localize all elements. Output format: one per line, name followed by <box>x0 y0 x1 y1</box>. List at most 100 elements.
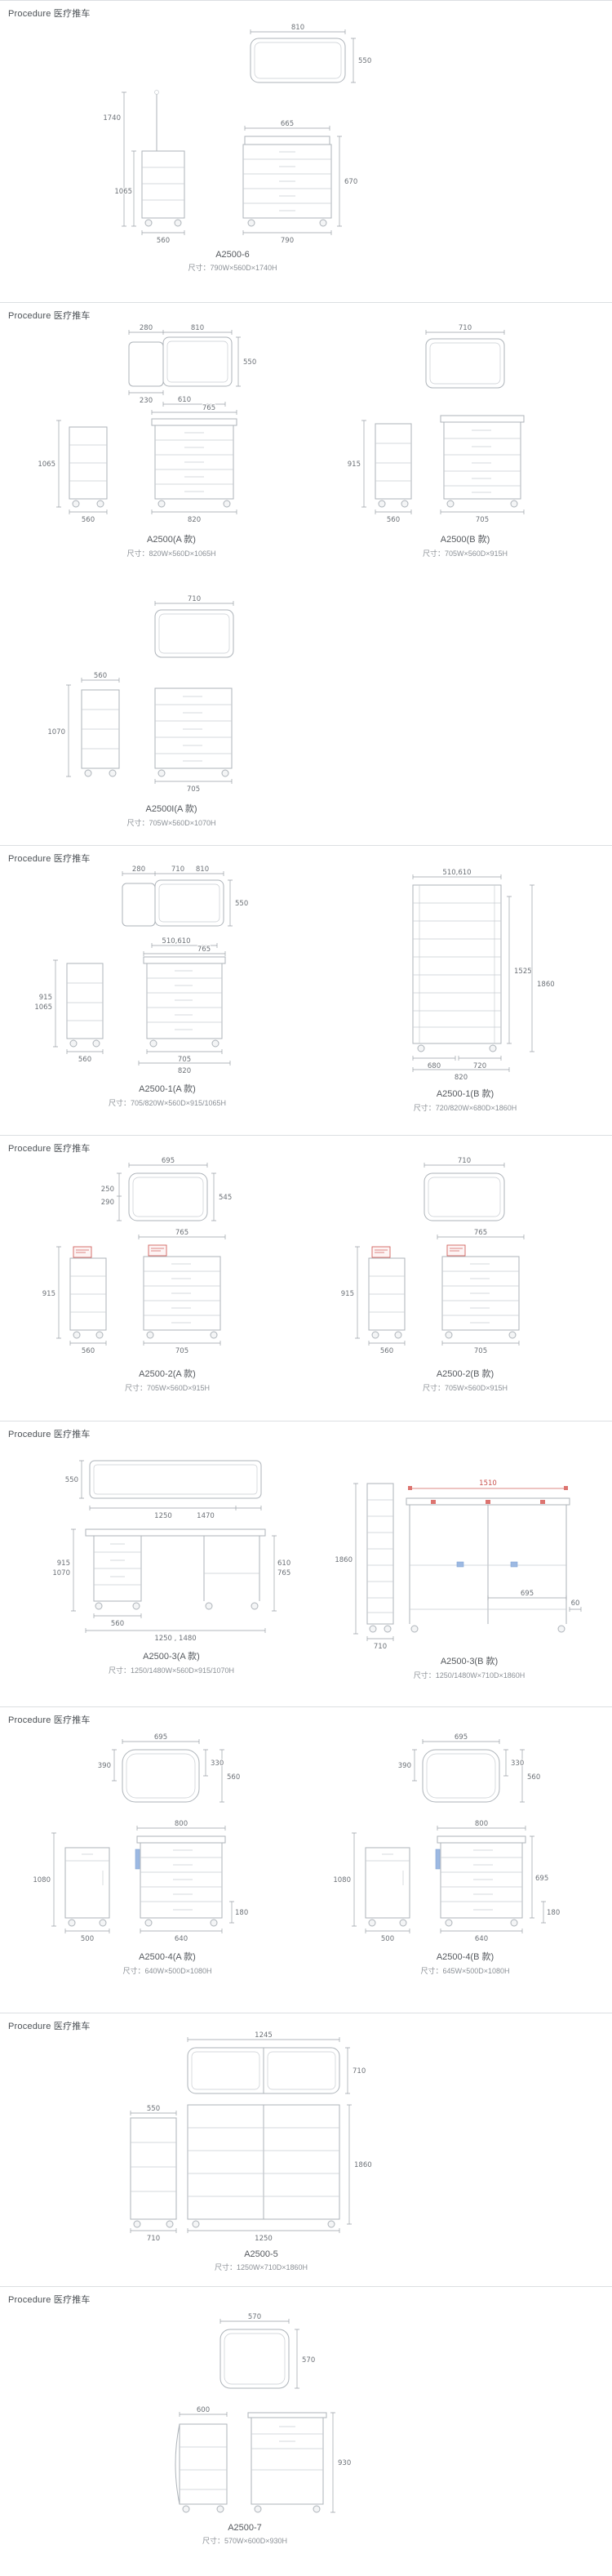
dim-top-d: 550 <box>235 900 248 908</box>
model-a2500-5: 1245 710 550 710 <box>33 2031 490 2272</box>
dim-rail-w: 765 <box>197 945 211 954</box>
model-name: A2500-1(A 款) <box>139 1084 196 1094</box>
drawing-a2500-7: 570 570 600 9 <box>175 2312 352 2513</box>
model-a2500-6: 810 550 1740 1065 560 <box>90 22 375 273</box>
model-a2500-4b: 695 390 330 560 1080 500 <box>326 1727 604 1976</box>
dim-top-w: 710 <box>459 324 472 332</box>
dim-inner-h: 1525 <box>514 968 532 976</box>
model-name: A2500-5 <box>244 2249 278 2259</box>
side-view: 600 <box>175 2405 228 2513</box>
model-size: 尺寸：570W×600D×930H <box>202 2537 288 2545</box>
dim-base-d: 500 <box>81 1935 94 1943</box>
dim-cart-w2: 820 <box>178 1067 191 1075</box>
red-clamp <box>431 1500 436 1504</box>
dim-top-w: 1245 <box>255 2031 273 2040</box>
model-a2500-7: 570 570 600 9 <box>49 2310 441 2546</box>
drawing-a2500-2a: 695 250 290 545 915 560 <box>42 1156 233 1356</box>
section-header: Procedure 医疗推车 <box>8 1713 91 1726</box>
dim-cart-w: 790 <box>281 237 294 245</box>
dim-cart-w: 820 <box>188 516 201 524</box>
top-view: 1245 710 <box>187 2031 366 2094</box>
model-a2500-1a: 280 710 810 550 915 1065 560 <box>24 865 310 1108</box>
dim-cart-h: 1065 <box>38 460 55 469</box>
dim-top-w: 810 <box>191 324 204 332</box>
red-module <box>148 1244 167 1257</box>
drawing-a2500-a: 280 810 550 230 1065 560 <box>37 324 257 525</box>
dim-tray-w: 510,610 <box>162 937 190 945</box>
section-a2500: Procedure 医疗推车 280 810 550 230 <box>0 302 612 845</box>
model-size: 尺寸：705/820W×560D×915/1065H <box>108 1099 227 1107</box>
front-view-cart: 800 180 640 <box>135 1819 249 1944</box>
dim-cart-w2: 820 <box>455 1074 468 1082</box>
dim-cart-h: 915 <box>348 460 361 469</box>
dim-base-h: 180 <box>235 1909 248 1917</box>
dim-cart-w: 705 <box>476 516 489 524</box>
section-a2500-6: Procedure 医疗推车 810 550 <box>0 0 612 302</box>
dim-side-w: 710 <box>147 2235 160 2243</box>
section-header: Procedure 医疗推车 <box>8 1141 91 1155</box>
dim-top-d: 710 <box>353 2067 366 2075</box>
front-view: 610 765 820 <box>151 395 237 525</box>
dim-top-w: 695 <box>154 1733 167 1742</box>
top-view: 710 <box>424 1156 505 1221</box>
section-header: Procedure 医疗推车 <box>8 852 91 865</box>
dim-cart-w: 1250 <box>255 2235 273 2243</box>
front-view-frame: 1510 1860 695 60 <box>335 1479 582 1635</box>
dim-top-d2: 290 <box>101 1199 114 1207</box>
dim-side-w: 560 <box>82 516 95 524</box>
model-size: 尺寸：820W×560D×1065H <box>126 549 216 558</box>
front-view: 765 705 <box>437 1228 525 1356</box>
top-view: 280 810 550 230 <box>128 324 257 406</box>
dim-cart-h2: 1065 <box>34 1003 52 1012</box>
model-size: 尺寸：790W×560D×1740H <box>188 264 277 272</box>
model-size: 尺寸：645W×500D×1080H <box>420 1967 510 1975</box>
dim-total-h: 930 <box>338 2459 351 2467</box>
dim-tray-w2: 765 <box>277 1569 290 1577</box>
model-name: A2500-2(B 款) <box>436 1369 494 1379</box>
dim-top-w: 710 <box>188 595 201 603</box>
model-a2500-3b: 710 151 <box>335 1441 604 1680</box>
dim-gap: 60 <box>571 1599 580 1608</box>
section-header-text: Procedure 医疗推车 <box>8 311 91 321</box>
dim-side-w: 560 <box>157 237 170 245</box>
model-a2500i-a: 710 560 1070 705 <box>33 594 310 828</box>
model-size: 尺寸：640W×500D×1080H <box>122 1967 212 1975</box>
dim-d1: 330 <box>511 1760 524 1768</box>
drawing-a2500-2b: 710 915 560 <box>340 1156 525 1356</box>
section-header: Procedure 医疗推车 <box>8 7 91 20</box>
model-name: A2500-6 <box>215 250 250 260</box>
model-a2500-a: 280 810 550 230 1065 560 <box>33 324 310 558</box>
top-view: 810 550 <box>250 23 372 83</box>
dim-total-h: 1080 <box>33 1876 51 1884</box>
model-a2500-2b: 710 915 560 <box>326 1155 604 1393</box>
dim-top-w: 710 <box>458 1157 471 1165</box>
dim-top-w: 695 <box>162 1157 175 1165</box>
dim-d2: 560 <box>527 1773 540 1782</box>
model-size: 尺寸：705W×560D×915H <box>124 1384 211 1392</box>
dim-total-h: 1860 <box>537 981 555 989</box>
dim-top-w: 810 <box>291 24 304 32</box>
front-view: 510,610 765 705 820 <box>138 937 231 1076</box>
red-clamp <box>540 1500 545 1504</box>
section-header-text: Procedure 医疗推车 <box>8 1715 91 1725</box>
model-name: A2500-3(B 款) <box>440 1657 499 1666</box>
section-a2500-3: Procedure 医疗推车 550 1250 1470 <box>0 1421 612 1706</box>
front-view: 665 670 790 <box>242 119 358 246</box>
section-header: Procedure 医疗推车 <box>8 2019 91 2032</box>
top-view: 550 1250 1470 <box>64 1460 262 1521</box>
red-dim-end <box>564 1486 568 1490</box>
dim-base-d: 710 <box>374 1643 387 1651</box>
section-a2500-4: Procedure 医疗推车 695 390 330 560 <box>0 1706 612 2013</box>
dim-top-d: 550 <box>358 57 371 65</box>
dim-top-w: 510,610 <box>442 869 471 877</box>
top-view: 280 710 810 550 <box>122 865 249 927</box>
blue-clamp <box>456 1561 464 1568</box>
section-header-text: Procedure 医疗推车 <box>8 2295 91 2305</box>
section-header-text: Procedure 医疗推车 <box>8 854 91 864</box>
dim-base-d: 680 <box>428 1062 441 1070</box>
dim-frame-w: 1510 <box>479 1479 497 1488</box>
side-view: 1740 1065 560 <box>102 90 185 246</box>
dim-top-w2: 1470 <box>197 1512 215 1520</box>
side-view: 915 560 <box>347 420 412 525</box>
dim-side-top: 550 <box>147 2105 160 2113</box>
